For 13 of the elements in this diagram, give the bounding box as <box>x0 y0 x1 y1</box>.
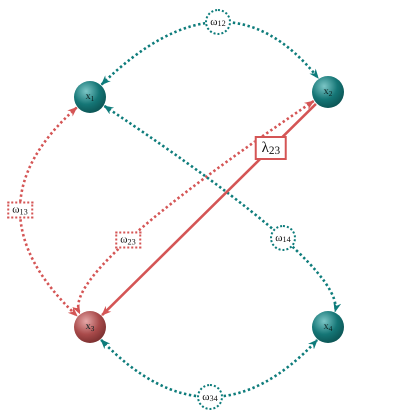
node-label: x$_{3}$ <box>86 322 94 332</box>
node-label: x$_{1}$ <box>86 92 94 102</box>
edge-label: ω$_{34}$ <box>197 384 223 410</box>
node-label: x$_{2}$ <box>324 87 332 97</box>
dotted-arrow <box>100 338 318 398</box>
edge-label: ω$_{13}$ <box>7 202 33 218</box>
edge-label: ω$_{23}$ <box>115 232 141 248</box>
node-label: x$_{4}$ <box>324 322 332 332</box>
edge-label: λ$_{23}$ <box>254 136 288 160</box>
edge-label: ω$_{12}$ <box>205 9 231 35</box>
dotted-arrow <box>18 106 78 317</box>
edge-label: ω$_{14}$ <box>270 225 296 251</box>
dotted-arrow <box>100 20 320 86</box>
